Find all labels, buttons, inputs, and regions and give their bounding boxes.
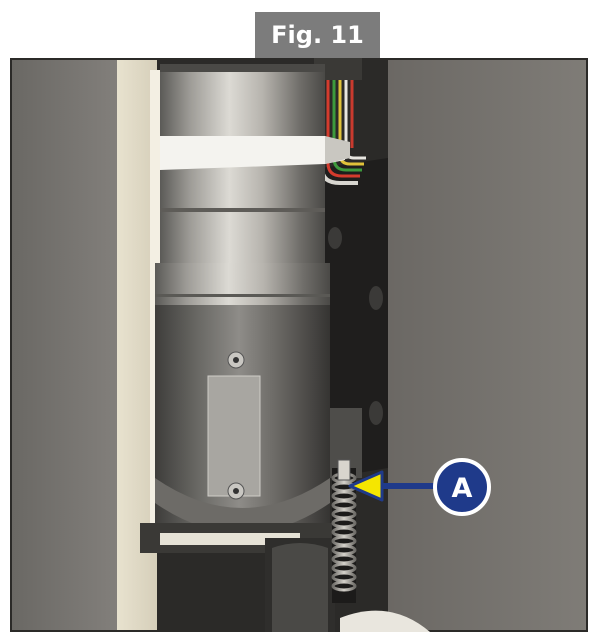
motor-upper-cylinder bbox=[160, 64, 325, 284]
callout-arrow-head bbox=[348, 470, 384, 502]
illustration-svg: A bbox=[10, 58, 588, 632]
left-panel bbox=[12, 60, 117, 630]
cable-tie-clip bbox=[325, 136, 350, 164]
label-plate bbox=[207, 375, 261, 497]
screw-bottom-head bbox=[233, 488, 239, 494]
callout-circle-a bbox=[433, 458, 491, 516]
motor-ring-seam bbox=[155, 294, 330, 297]
bottom-part bbox=[340, 610, 430, 632]
callout-letter-a: A bbox=[452, 473, 473, 504]
lower-mount-shade bbox=[272, 543, 328, 632]
figure-label: Fig. 11 bbox=[255, 12, 380, 58]
motor-bottom-rim bbox=[155, 478, 330, 533]
right-panel bbox=[388, 60, 586, 630]
motor-top-edge bbox=[160, 64, 325, 72]
motor-seam bbox=[160, 208, 325, 212]
figure-label-text: Fig. 11 bbox=[271, 21, 364, 49]
spring bbox=[331, 459, 357, 603]
motor-assembly-illustration: A bbox=[10, 58, 588, 632]
motor-ring bbox=[155, 263, 330, 305]
bracket-hole bbox=[328, 227, 342, 249]
bracket-hole bbox=[369, 401, 383, 425]
spring-coil bbox=[331, 580, 357, 592]
cable-tie-band bbox=[160, 136, 345, 170]
screw-top-head bbox=[233, 357, 239, 363]
bracket-hole bbox=[369, 286, 383, 310]
